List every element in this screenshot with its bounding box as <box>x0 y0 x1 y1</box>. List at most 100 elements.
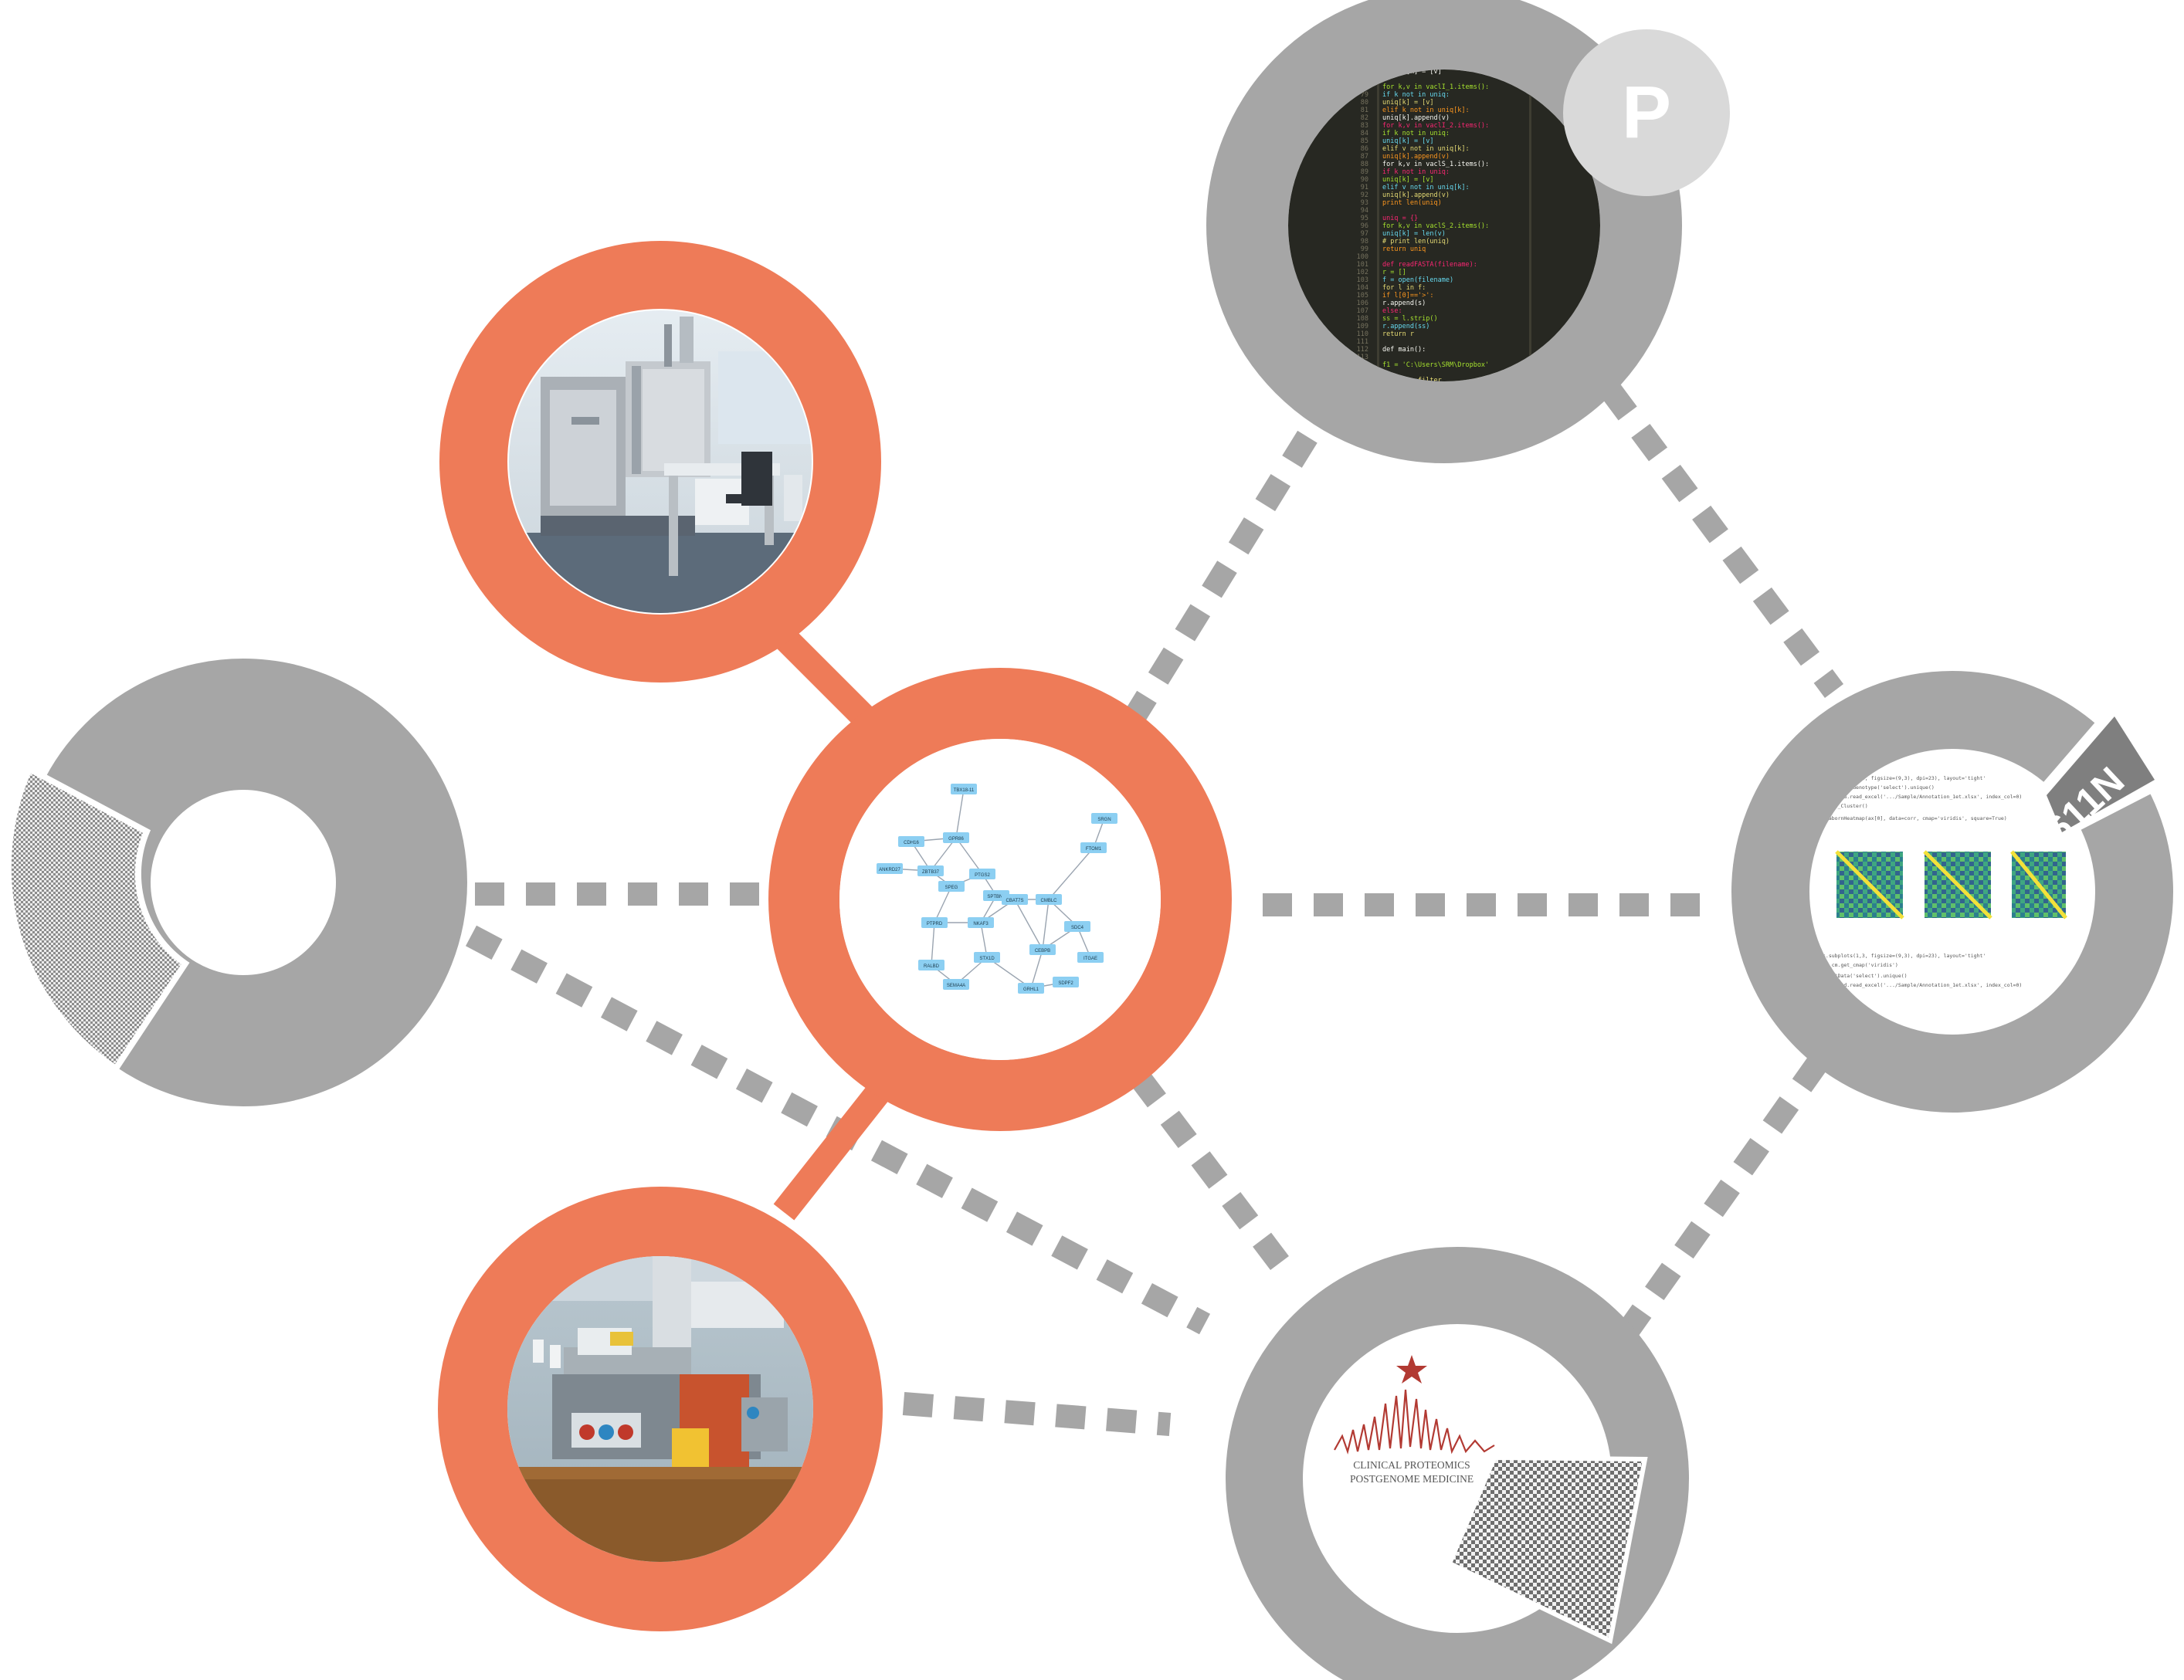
network-edge <box>1042 899 1050 950</box>
code-line-number: 90 <box>1361 176 1368 184</box>
code-line-number: 101 <box>1357 261 1368 269</box>
network-node: CBAT7S <box>1002 894 1028 905</box>
network-edge <box>1014 899 1043 950</box>
heatmap-code-line: sDF = pd.read_excel('.../Sample/Annotati… <box>1823 982 2022 988</box>
code-line: uniq[k] = [v] <box>1382 176 1434 184</box>
code-line: for k,v in vaclS_2.items(): <box>1382 222 1489 230</box>
node-bottom-right-hatched-segment <box>1446 1455 1648 1644</box>
node-left <box>5 659 467 1106</box>
code-line-number: 110 <box>1357 330 1368 338</box>
code-line-number: 112 <box>1357 346 1368 354</box>
code-line-number: 113 <box>1357 354 1368 361</box>
code-line-number: 96 <box>1361 222 1368 230</box>
network-edge <box>980 922 988 958</box>
code-line-number: 103 <box>1357 276 1368 284</box>
connector-center-top-right <box>1121 403 1334 728</box>
network-node-label: ITGAE <box>1084 957 1097 961</box>
logo-line-2: POSTGENOME MEDICINE <box>1350 1473 1474 1485</box>
code-line: ss = l.strip() <box>1382 315 1438 323</box>
code-line: uniq[k] = len(v) <box>1382 230 1446 238</box>
code-line-number: 93 <box>1361 199 1368 207</box>
code-line: return uniq <box>1382 246 1426 253</box>
network-node-label: SDPF2 <box>1058 981 1073 986</box>
node-top-left-ring <box>439 241 881 682</box>
network-node: SDC4 <box>1064 921 1090 932</box>
connector-right-bottom-right <box>1612 1055 1829 1346</box>
network-node: SDPF2 <box>1053 977 1079 987</box>
network-node: CEBPB <box>1029 944 1056 955</box>
code-line: uniq = {} <box>1382 215 1418 222</box>
network-node-label: CMBLC <box>1040 899 1057 903</box>
network-node-label: ANKRD27 <box>879 868 900 872</box>
code-line-number: 86 <box>1361 145 1368 153</box>
network-node-label: SEMA4A <box>947 984 965 988</box>
network-edge <box>930 837 957 872</box>
code-line: elif v not in uniq[k]: <box>1382 145 1470 153</box>
heatmap-code-line: ubsetData.Genotype('select').unique() <box>1823 784 1935 791</box>
network-edge <box>955 788 965 838</box>
heatmap-1 <box>1835 850 1904 920</box>
network-node-label: PTPRD <box>927 922 943 926</box>
node-bottom-left <box>438 1187 883 1631</box>
code-line-number: 105 <box>1357 292 1368 300</box>
code-line: uniq[k].append(v) <box>1382 191 1450 199</box>
network-node-label: PTGS2 <box>975 873 990 878</box>
code-line-number: 98 <box>1361 238 1368 246</box>
heatmap-code-line: seabornHeatmap(ax[0], data=corr, cmap='v… <box>1823 815 2007 821</box>
code-line-number: 80 <box>1361 99 1368 107</box>
network-node: ANKRD27 <box>877 863 903 874</box>
code-line: return r <box>1382 330 1414 338</box>
code-line-number: 95 <box>1361 215 1368 222</box>
code-line: uniq[k].append(v) <box>1382 114 1450 122</box>
node-left-hatched-segment <box>5 764 190 1073</box>
code-line-number: 94 <box>1361 207 1368 215</box>
network-node-label: GRHL1 <box>1023 987 1039 992</box>
code-line: uniq[k].append(v) <box>1382 153 1450 161</box>
network-node: SEMA4A <box>943 979 969 990</box>
network-node: ITGAE <box>1077 952 1104 963</box>
code-line-number: 79 <box>1361 91 1368 99</box>
code-line: r.append(s) <box>1382 300 1426 307</box>
node-top-left <box>439 241 881 682</box>
network-node: ZBTB37 <box>917 865 944 876</box>
network-node: PTGS2 <box>969 869 995 879</box>
p-badge <box>1563 29 1730 196</box>
network-node: SPEG <box>938 881 965 892</box>
network-edge <box>1048 847 1094 900</box>
code-line: print len(uniq) <box>1382 199 1442 207</box>
heatmap-code-line: s.subplots(1,3, figsize=(9,3), dpi=23), … <box>1823 775 1986 781</box>
code-line: def main(): <box>1382 346 1426 354</box>
network-edge <box>934 886 952 923</box>
network-node-label: SPEG <box>945 886 958 890</box>
code-line: uniq[k] = [v] <box>1382 137 1434 145</box>
code-line: for l in f: <box>1382 284 1426 292</box>
code-line-number: 92 <box>1361 191 1368 199</box>
code-line-number: 97 <box>1361 230 1368 238</box>
p-badge-letter: P <box>1622 71 1671 154</box>
network-edge <box>931 922 935 966</box>
network-node: GPR86 <box>943 832 969 843</box>
network-node: CDH16 <box>898 836 924 847</box>
network-node: NKAF3 <box>968 917 994 928</box>
code-line-number: 104 <box>1357 284 1368 292</box>
code-line: r.append(ss) <box>1382 323 1429 330</box>
code-line: f1 = 'C:\Users\SRM\Dropbox' <box>1382 361 1489 369</box>
network-node-label: CEBPB <box>1035 949 1050 953</box>
code-line-number: 106 <box>1357 300 1368 307</box>
code-line-number: 83 <box>1361 122 1368 130</box>
code-line-number: 102 <box>1357 269 1368 276</box>
network-node-label: STX1D <box>979 957 995 961</box>
code-line: elif v not in uniq[k]: <box>1382 184 1470 191</box>
heatmap-2 <box>1923 850 1992 920</box>
code-line: if k not in uniq: <box>1382 91 1450 99</box>
node-bottom-right-ring <box>1226 1247 1689 1680</box>
network-node-label: ZBTB37 <box>922 870 940 875</box>
code-line-number: 108 <box>1357 315 1368 323</box>
code-line-number: 107 <box>1357 307 1368 315</box>
node-right-ring <box>1731 671 2173 1113</box>
code-line: else: <box>1382 307 1402 315</box>
network-node-label: CBAT7S <box>1006 899 1024 903</box>
